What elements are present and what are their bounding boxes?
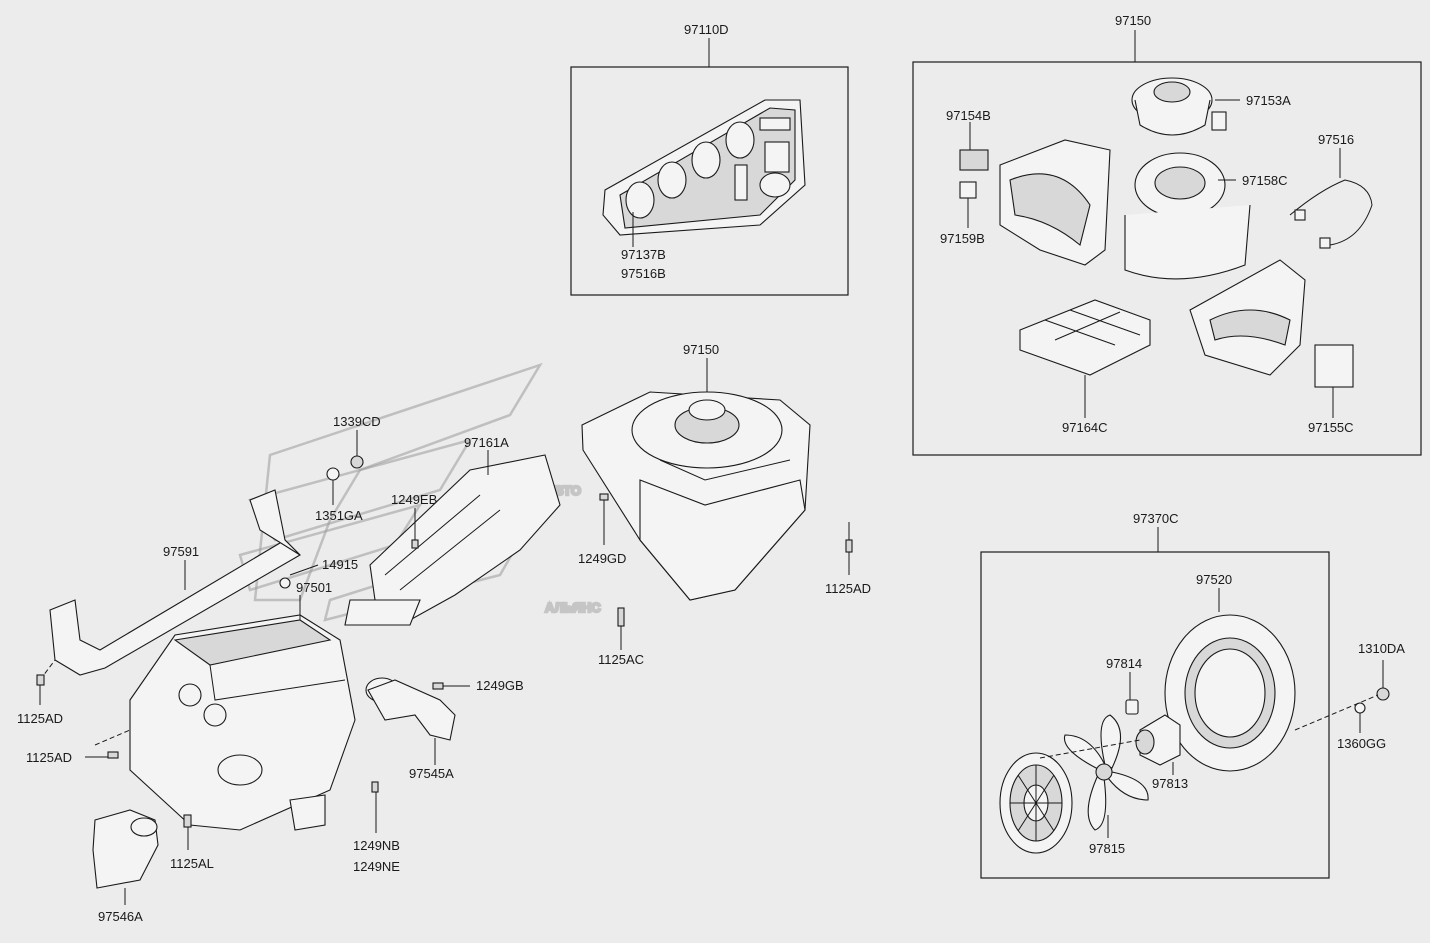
label-1125AD-left2: 1125AD [26,750,72,765]
label-97164C: 97164C [1062,420,1108,435]
callout-box-97150-top: 97150 97153A 97154B 97159B 97158C [912,13,1422,456]
fastener-1125AC: 1125AC [598,607,644,667]
frame-97370C [980,551,1330,879]
label-1125AL: 1125AL [170,856,214,871]
label-97158C: 97158C [1242,173,1288,188]
label-97546A: 97546A [98,909,143,924]
fastener-1339CD: 1339CD [333,414,381,469]
frame-97150 [912,61,1422,456]
label-97516B: 97516B [621,266,666,281]
watermark-line2: АЛЬЯНС [545,600,601,615]
duct-97545A: 97545A [365,677,456,781]
label-97370C: 97370C [1133,511,1179,526]
callout-box-97110D: 97110D 97137B 97516B [570,22,849,296]
label-97150-box: 97150 [1115,13,1151,28]
fastener-1249EB: 1249EB [391,492,437,549]
bracket-97591: 97591 [39,489,301,681]
fan-blade-97815 [1063,714,1149,831]
blower-fan-part [1124,152,1251,280]
blower-motor-part [1131,77,1227,136]
label-97814: 97814 [1106,656,1142,671]
resistor-part [959,149,989,199]
label-1360GG: 1360GG [1337,736,1386,751]
label-97137B: 97137B [621,247,666,262]
label-97501: 97501 [296,580,332,595]
label-97110D: 97110D [684,22,729,37]
label-1249NE: 1249NE [353,859,400,874]
bushing-97814 [1125,699,1139,715]
filter-part [1019,299,1151,376]
shroud-97520 [1164,614,1296,772]
fastener-1125AL: 1125AL [170,814,214,871]
fastener-1249NB: 1249NB 1249NE [353,781,400,874]
duct-97546A: 97546A [92,809,159,924]
label-97155C: 97155C [1308,420,1354,435]
label-97545A: 97545A [409,766,454,781]
fastener-1351GA: 1351GA [315,467,363,523]
label-1351GA: 1351GA [315,508,363,523]
callout-box-97370C: 97370C 97520 1310DA 1360GG 97814 [980,511,1405,879]
main-blower-unit: 97150 [581,342,811,601]
heater-control-panel [602,99,806,236]
label-97150-main: 97150 [683,342,719,357]
fastener-1310DA: 1310DA [1358,641,1405,701]
label-97159B: 97159B [940,231,985,246]
label-97154B: 97154B [946,108,991,123]
label-97520: 97520 [1196,572,1232,587]
label-14915: 14915 [322,557,358,572]
label-1310DA: 1310DA [1358,641,1405,656]
wiring-harness-part [1289,179,1373,249]
label-1125AC: 1125AC [598,652,644,667]
label-1339CD: 1339CD [333,414,381,429]
label-1125AD-left1: 1125AD [17,711,63,726]
label-1249EB: 1249EB [391,492,437,507]
fan-grille [999,752,1073,854]
label-97161A: 97161A [464,435,509,450]
label-97815: 97815 [1089,841,1125,856]
blower-housing-right [1189,259,1354,388]
label-97591: 97591 [163,544,199,559]
fastener-1125AD-right: 1125AD [825,522,871,596]
fastener-1125AD-left2: 1125AD [26,729,131,765]
label-97813: 97813 [1152,776,1188,791]
motor-97813 [1135,714,1181,766]
label-1249NB: 1249NB [353,838,400,853]
fastener-14915: 14915 [279,557,358,589]
fastener-1125AD-left1: 1125AD [17,674,63,726]
duct-97161A: 97161A [344,435,561,626]
label-1249GB: 1249GB [476,678,524,693]
fastener-1360GG: 1360GG [1337,702,1386,751]
label-97153A: 97153A [1246,93,1291,108]
fastener-1249GD: 1249GD [578,493,626,566]
label-1125AD-right: 1125AD [825,581,871,596]
blower-housing-left [999,139,1111,266]
heater-unit-97501: 97501 [129,580,356,831]
fastener-1249GB: 1249GB [432,678,524,693]
label-1249GD: 1249GD [578,551,626,566]
label-97516: 97516 [1318,132,1354,147]
